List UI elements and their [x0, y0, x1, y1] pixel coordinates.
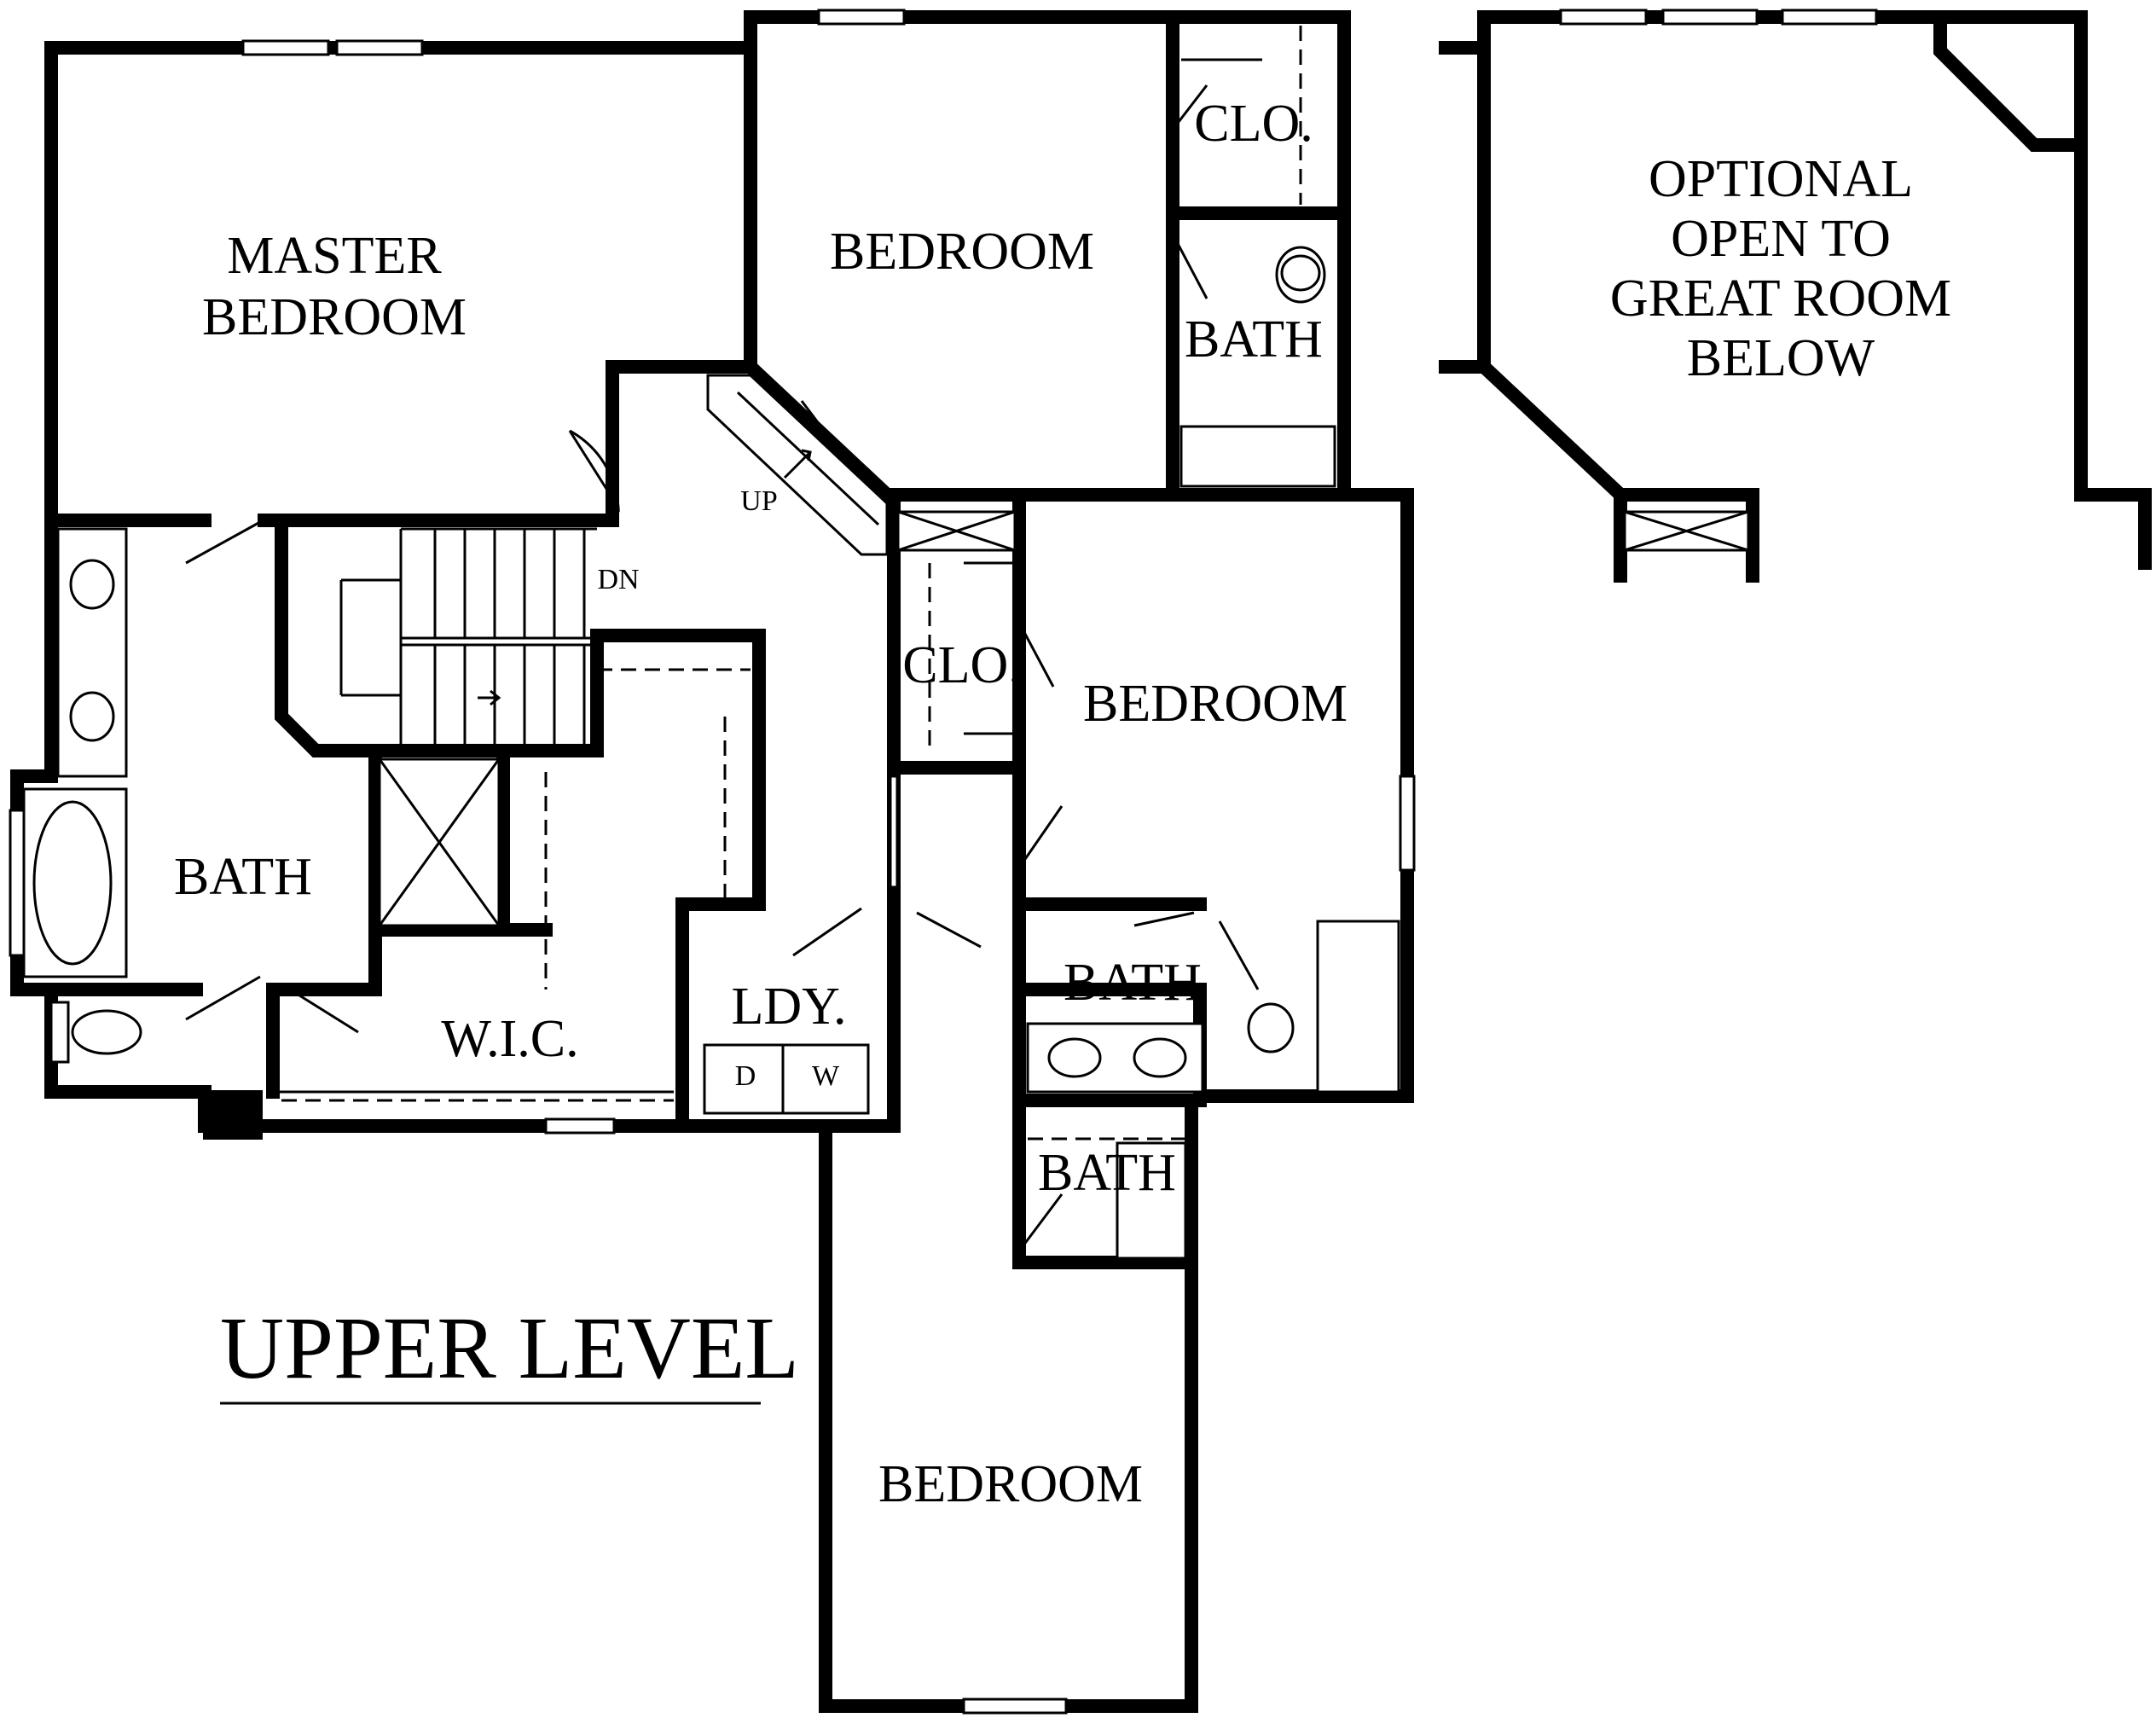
- doors: [185, 84, 1260, 1246]
- stair-down-label: DN: [597, 564, 639, 595]
- washer-label: W: [812, 1060, 840, 1092]
- plan-title-text: UPPER LEVEL: [220, 1299, 799, 1397]
- bath-lower-label: BATH: [1038, 1144, 1176, 1202]
- bath-mid-label: BATH: [1064, 954, 1202, 1012]
- bath-top-label: BATH: [1185, 311, 1323, 369]
- closet-top-label: CLO.: [1194, 95, 1313, 153]
- bedroom-top-label: BEDROOM: [830, 223, 1094, 281]
- optional-label-line2: OPEN TO: [1671, 210, 1891, 268]
- windows: [9, 9, 1878, 1715]
- laundry-label: LDY.: [732, 978, 847, 1036]
- optional-label-line4: BELOW: [1687, 329, 1875, 387]
- bedroom-mid-label: BEDROOM: [1083, 675, 1348, 733]
- exterior-walls: [10, 10, 2152, 1713]
- stair: [339, 374, 889, 751]
- dryer-label: D: [735, 1060, 756, 1092]
- stair-up-label: UP: [740, 485, 777, 517]
- fixtures: [22, 26, 1750, 1260]
- master-bedroom-label-line1: MASTER: [227, 227, 442, 285]
- optional-label-line3: GREAT ROOM: [1610, 270, 1951, 328]
- wic-label: W.I.C.: [441, 1010, 578, 1068]
- bedroom-bottom-label: BEDROOM: [878, 1455, 1143, 1513]
- master-bath-label: BATH: [174, 848, 312, 906]
- closet-mid-label: CLO.: [902, 636, 1022, 694]
- optional-label-line1: OPTIONAL: [1649, 150, 1913, 208]
- master-bedroom-label-line2: BEDROOM: [202, 288, 467, 346]
- structural-block: [203, 1090, 263, 1140]
- plan-title: UPPER LEVEL: [220, 1299, 799, 1405]
- room-labels: MASTER BEDROOM BEDROOM CLO. BATH OPTIONA…: [174, 95, 1951, 1513]
